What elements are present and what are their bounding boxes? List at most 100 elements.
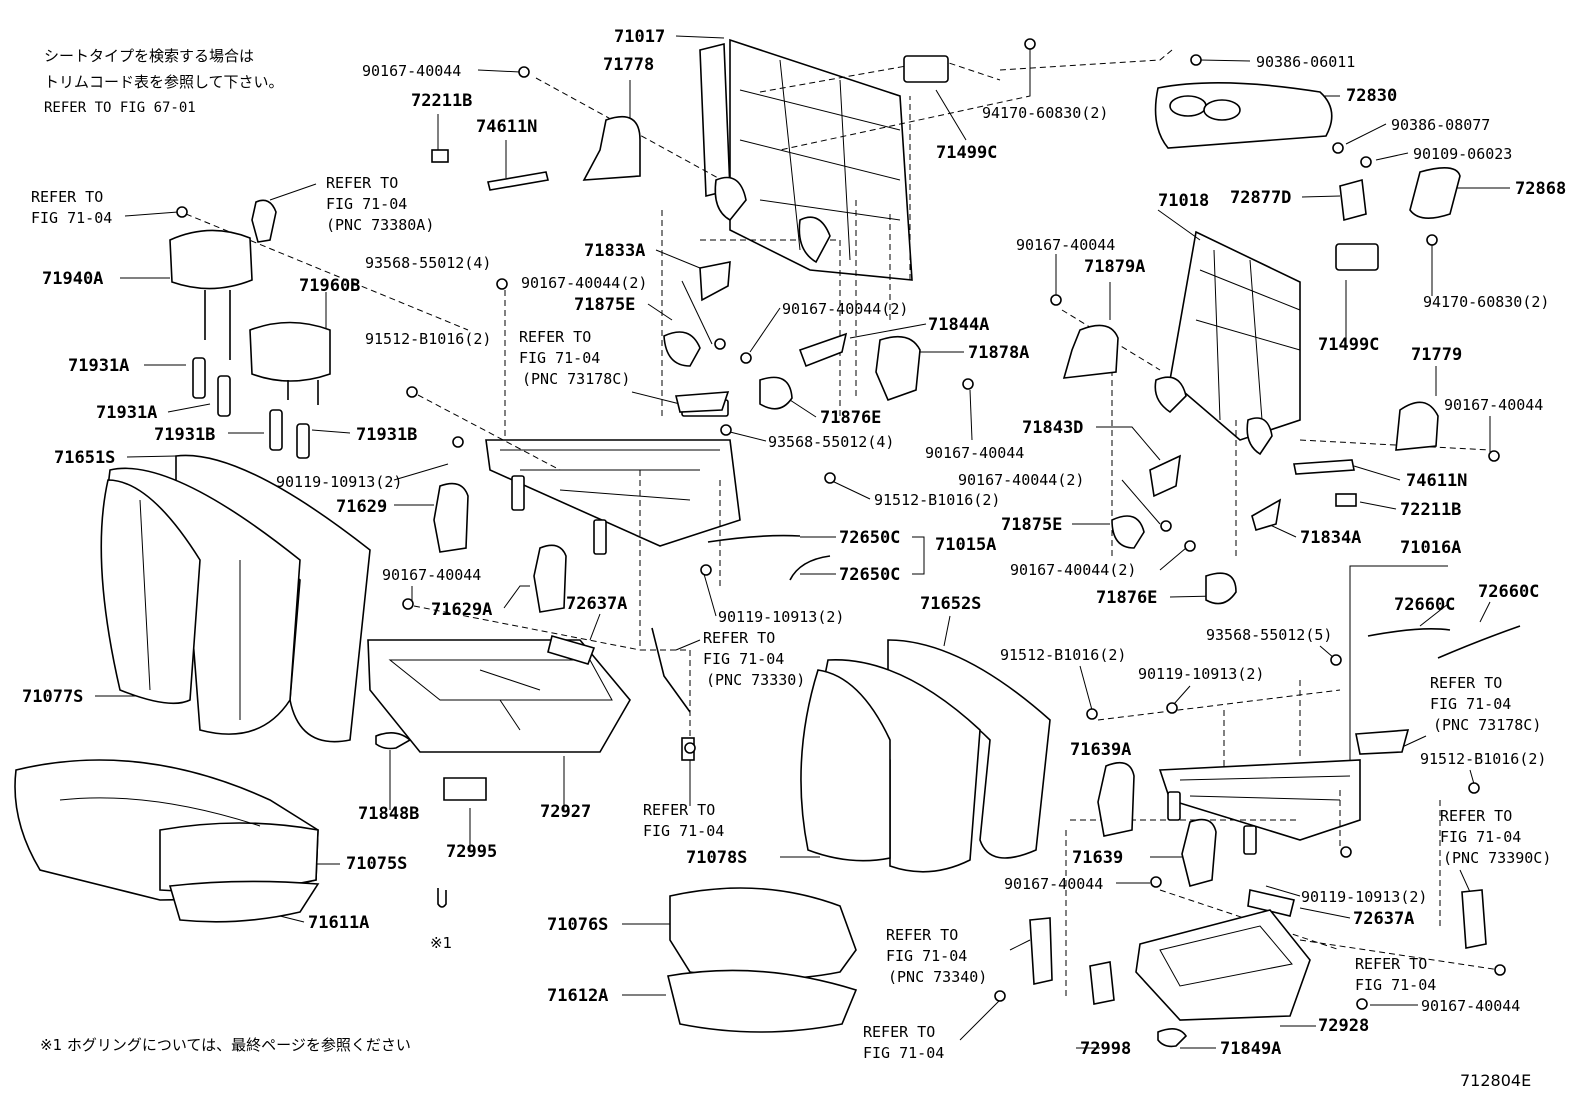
part-label: 71016A bbox=[1400, 538, 1461, 558]
part-label: 74611N bbox=[476, 117, 537, 137]
note-japanese-line-2: トリムコード表を参照して下さい。 bbox=[44, 73, 284, 91]
part-label: 90167-40044 bbox=[1444, 396, 1543, 414]
part-label: 71834A bbox=[1300, 528, 1361, 548]
clip-72211b-left bbox=[431, 149, 449, 163]
wires-72650c bbox=[707, 534, 831, 581]
part-label: 71639 bbox=[1072, 848, 1123, 868]
part-label: 72660C bbox=[1394, 595, 1455, 615]
part-label: 90119-10913(2) bbox=[1138, 665, 1264, 683]
part-label: (PNC 73390C) bbox=[1443, 849, 1551, 867]
part-label: 71076S bbox=[547, 915, 608, 935]
part-label: 71651S bbox=[54, 448, 115, 468]
part-label: 71940A bbox=[42, 269, 103, 289]
part-label: 71015A bbox=[935, 535, 996, 555]
cover-71629a bbox=[533, 544, 567, 613]
latch-71499c-right bbox=[1335, 243, 1379, 271]
part-label: 71931B bbox=[154, 425, 215, 445]
part-label: 71876E bbox=[1096, 588, 1157, 608]
part-label: 71876E bbox=[820, 408, 881, 428]
part-label: 72877D bbox=[1230, 188, 1291, 208]
part-label: 90167-40044 bbox=[1421, 997, 1520, 1015]
part-label: 72637A bbox=[566, 594, 627, 614]
leader-lines bbox=[95, 35, 1510, 1049]
hog-ring-mark: ※1 bbox=[430, 934, 452, 952]
part-label: 72998 bbox=[1080, 1039, 1131, 1059]
part-label: FIG 71-04 bbox=[863, 1044, 944, 1062]
pad-right-73178c bbox=[1355, 729, 1410, 755]
seat-lower-tray-72927 bbox=[367, 639, 631, 753]
cover-71639a bbox=[1097, 761, 1135, 837]
part-label: 71844A bbox=[928, 315, 989, 335]
cover-71629 bbox=[433, 482, 469, 553]
part-label: 72650C bbox=[839, 528, 900, 548]
part-label: 72830 bbox=[1346, 86, 1397, 106]
cover-71875e-right bbox=[1111, 515, 1145, 549]
bracket-71834a bbox=[1251, 498, 1282, 531]
part-label: 90167-40044(2) bbox=[782, 300, 908, 318]
cover-71879a bbox=[1062, 324, 1119, 379]
part-label: 71629A bbox=[431, 600, 492, 620]
clip-72211b-right bbox=[1335, 493, 1357, 507]
part-label: 71848B bbox=[358, 804, 419, 824]
bracket-72998 bbox=[1089, 961, 1115, 1005]
part-label: 71879A bbox=[1084, 257, 1145, 277]
part-label: FIG 71-04 bbox=[1440, 828, 1521, 846]
bracket-71843d bbox=[1149, 454, 1181, 498]
part-label: 71875E bbox=[574, 295, 635, 315]
part-label: REFER TO bbox=[863, 1023, 935, 1041]
part-label: 71612A bbox=[547, 986, 608, 1006]
part-label: REFER TO bbox=[31, 188, 103, 206]
part-label: (PNC 73330) bbox=[706, 671, 805, 689]
part-label: 71018 bbox=[1158, 191, 1209, 211]
part-label: 71931A bbox=[68, 356, 129, 376]
part-label: 94170-60830(2) bbox=[982, 104, 1108, 122]
part-label: (PNC 73340) bbox=[888, 968, 987, 986]
part-label: 90167-40044 bbox=[382, 566, 481, 584]
wires-72660c bbox=[1367, 625, 1521, 659]
part-label: REFER TO bbox=[643, 801, 715, 819]
seat-belt-buckle-left bbox=[251, 199, 277, 243]
seatback-frame-71018 bbox=[1154, 230, 1301, 456]
part-label: 90386-06011 bbox=[1256, 53, 1355, 71]
part-label: 90119-10913(2) bbox=[1301, 888, 1427, 906]
part-label: REFER TO bbox=[519, 328, 591, 346]
part-label: 71629 bbox=[336, 497, 387, 517]
bracket-71844a bbox=[798, 332, 848, 368]
headrest-71960b bbox=[249, 321, 331, 405]
note-refer-fig: REFER TO FIG 67-01 bbox=[44, 100, 196, 116]
part-label: 90167-40044 bbox=[1016, 236, 1115, 254]
part-label: FIG 71-04 bbox=[643, 822, 724, 840]
part-label: 90167-40044(2) bbox=[521, 274, 647, 292]
part-label: FIG 71-04 bbox=[886, 947, 967, 965]
figure-id: 712804E bbox=[1460, 1071, 1531, 1090]
part-label: 71931B bbox=[356, 425, 417, 445]
buckle-73390c bbox=[1461, 889, 1487, 949]
part-label: 90119-10913(2) bbox=[276, 473, 402, 491]
recliner-cover-71778 bbox=[582, 115, 641, 181]
part-label: 93568-55012(4) bbox=[768, 433, 894, 451]
part-label: 71075S bbox=[346, 854, 407, 874]
part-label: (PNC 73178C) bbox=[1433, 716, 1541, 734]
part-label: 90167-40044(2) bbox=[1010, 561, 1136, 579]
part-label: 72868 bbox=[1515, 179, 1566, 199]
part-label: 90119-10913(2) bbox=[718, 608, 844, 626]
part-label: (PNC 73380A) bbox=[326, 216, 434, 234]
part-label: 91512-B1016(2) bbox=[1420, 750, 1546, 768]
part-label: 93568-55012(4) bbox=[365, 254, 491, 272]
seat-frame-71015a bbox=[485, 399, 741, 555]
hog-ring bbox=[437, 888, 447, 908]
strap-74611n-right bbox=[1293, 459, 1355, 475]
seat-pad-71611a bbox=[168, 880, 320, 923]
cover-72637a-left bbox=[547, 635, 596, 665]
part-label: REFER TO bbox=[1355, 955, 1427, 973]
part-label: FIG 71-04 bbox=[326, 195, 407, 213]
part-label: (PNC 73178C) bbox=[522, 370, 630, 388]
buckle-73340 bbox=[1029, 917, 1053, 985]
pad-left-73178c bbox=[674, 391, 730, 413]
footnote: ※1 ホグリングについては、最終ページを参照ください bbox=[40, 1036, 411, 1054]
seat-lower-tray-72928 bbox=[1135, 909, 1311, 1021]
part-label: FIG 71-04 bbox=[1430, 695, 1511, 713]
seatback-cover-71651s bbox=[100, 454, 371, 743]
